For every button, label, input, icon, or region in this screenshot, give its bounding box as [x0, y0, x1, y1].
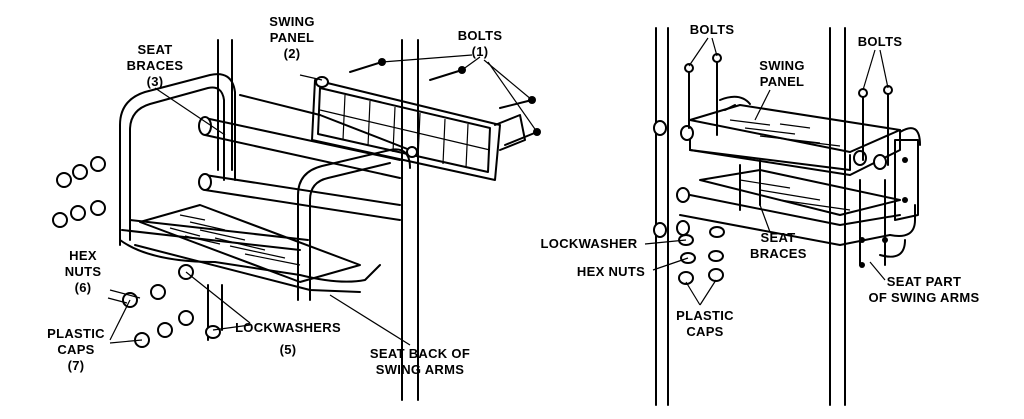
label-right-swing-panel: SWING PANEL	[752, 58, 812, 90]
label-right-seat-part-line1: SEAT PART	[886, 274, 962, 289]
label-hex-nuts-line1: HEX	[69, 248, 97, 263]
label-bolts: BOLTS (1)	[450, 28, 510, 60]
label-right-seat-braces: SEAT BRACES	[750, 230, 806, 262]
label-right-bolts-right-text: BOLTS	[857, 34, 903, 49]
label-right-bolts-left: BOLTS	[687, 22, 737, 38]
label-right-hex-nuts-text: HEX NUTS	[576, 264, 646, 279]
label-lockwashers-line1: LOCKWASHERS	[235, 320, 341, 335]
label-swing-panel-ref: (2)	[283, 46, 301, 61]
label-bolts-ref: (1)	[471, 44, 489, 59]
right-seat-part	[653, 159, 916, 266]
label-seat-braces: SEAT BRACES (3)	[125, 42, 185, 90]
label-lockwashers-ref: (5)	[279, 342, 297, 357]
label-seat-braces-line1: SEAT	[137, 42, 173, 57]
left-leader-lines	[107, 54, 538, 346]
left-bolts	[349, 58, 541, 158]
label-right-lockwasher: LOCKWASHER	[530, 236, 648, 252]
right-swing-arm-poles	[655, 27, 846, 406]
label-seat-back: SEAT BACK OF SWING ARMS	[356, 346, 484, 378]
label-seat-braces-ref: (3)	[146, 74, 164, 89]
label-bolts-line1: BOLTS	[457, 28, 503, 43]
label-right-seat-part-line2: OF SWING ARMS	[868, 290, 980, 305]
right-view-drawing	[644, 27, 921, 406]
label-right-seat-braces-line1: SEAT	[760, 230, 796, 245]
label-swing-panel-line1: SWING	[269, 14, 315, 29]
label-right-plastic-caps-line1: PLASTIC	[676, 308, 734, 323]
label-right-swing-panel-line1: SWING	[759, 58, 805, 73]
label-plastic-caps-ref: (7)	[67, 358, 85, 373]
label-lockwashers: LOCKWASHERS (5)	[225, 320, 351, 358]
label-right-hex-nuts: HEX NUTS	[568, 264, 654, 280]
label-plastic-caps: PLASTIC CAPS (7)	[40, 326, 112, 374]
label-right-plastic-caps-line2: CAPS	[686, 324, 724, 339]
label-plastic-caps-line1: PLASTIC	[47, 326, 105, 341]
label-right-seat-part: SEAT PART OF SWING ARMS	[866, 274, 982, 306]
label-seat-back-line1: SEAT BACK OF	[369, 346, 471, 361]
right-swing-panel	[653, 95, 901, 176]
label-hex-nuts-line2: NUTS	[64, 264, 102, 279]
label-hex-nuts: HEX NUTS (6)	[58, 248, 108, 296]
label-swing-panel: SWING PANEL (2)	[262, 14, 322, 62]
label-seat-braces-line2: BRACES	[126, 58, 184, 73]
label-hex-nuts-ref: (6)	[74, 280, 92, 295]
label-right-bolts-left-text: BOLTS	[689, 22, 735, 37]
label-right-bolts-right: BOLTS	[852, 34, 908, 50]
label-swing-panel-line2: PANEL	[269, 30, 315, 45]
label-right-swing-panel-line2: PANEL	[759, 74, 805, 89]
right-leader-lines	[644, 37, 889, 306]
label-right-plastic-caps: PLASTIC CAPS	[672, 308, 738, 340]
label-right-lockwasher-text: LOCKWASHER	[540, 236, 638, 251]
label-right-seat-braces-line2: BRACES	[750, 246, 807, 261]
left-seat-frame	[119, 73, 411, 301]
left-swing-panel	[311, 76, 526, 181]
right-side-plate	[894, 127, 921, 221]
label-seat-back-line2: SWING ARMS	[375, 362, 465, 377]
left-view-drawing	[52, 39, 541, 401]
label-plastic-caps-line2: CAPS	[57, 342, 95, 357]
